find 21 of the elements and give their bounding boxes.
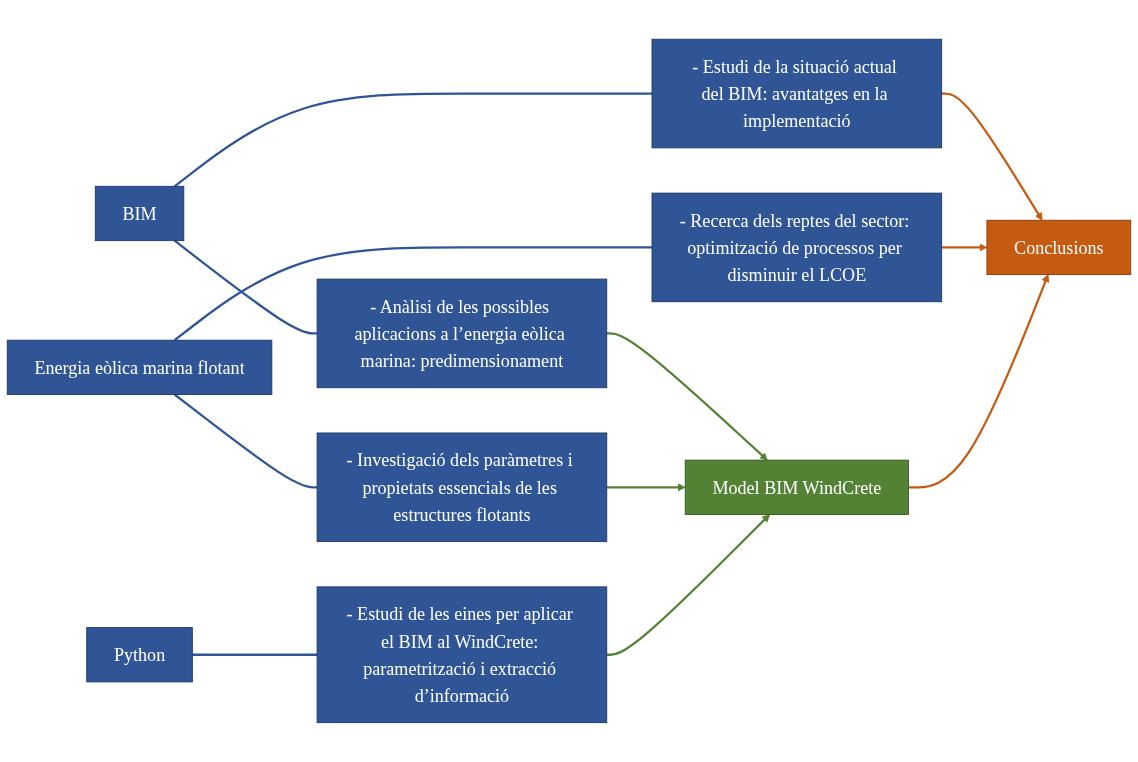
connector — [173, 246, 652, 342]
node-box: Conclusions — [986, 219, 1132, 276]
arrow — [606, 514, 771, 656]
arrow — [606, 483, 686, 492]
arrow — [941, 92, 1043, 221]
connector — [173, 92, 652, 188]
node-box: - Recerca dels reptes del sector: optimització de processos per disminuir el LCOE — [651, 192, 943, 303]
node-box: Energia eòlica marina flotant — [6, 339, 273, 396]
node-box: BIM — [94, 185, 185, 242]
node-box: Python — [86, 627, 193, 683]
connector — [192, 653, 318, 656]
arrow — [908, 274, 1050, 489]
connector — [173, 239, 318, 335]
node-box: - Estudi de la situació actual del BIM: avantatges en la implementació — [651, 38, 943, 149]
node-box: Model BIM WindCrete — [684, 459, 909, 515]
arrow — [606, 332, 768, 461]
node-box: - Investigació dels paràmetres i propietats essencials de les estructures flotants — [316, 432, 608, 543]
node-box: - Estudi de les eines per aplicar el BIM al WindCrete: parametrització i extracció d’informació — [316, 586, 608, 724]
arrow — [941, 243, 988, 252]
connector — [173, 393, 318, 489]
node-box: - Anàlisi de les possibles aplicacions a l’energia eòlica marina: predimensionament — [316, 278, 608, 389]
